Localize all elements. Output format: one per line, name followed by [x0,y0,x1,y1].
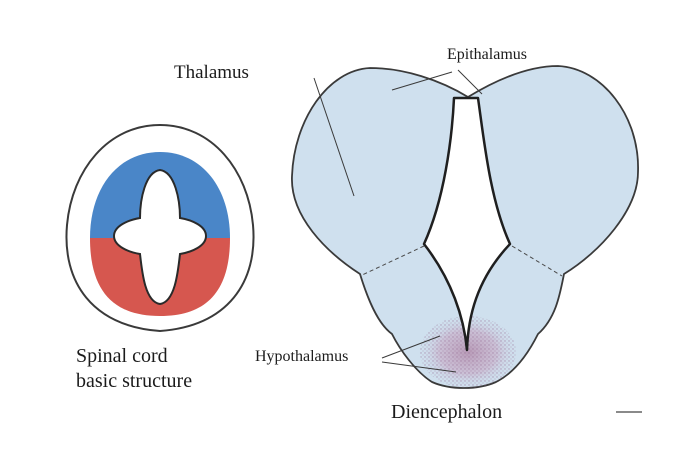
spinal-cord-label: Spinal cord basic structure [76,344,192,394]
thalamus-label: Thalamus [174,62,249,83]
epithalamus-leader-left [391,71,453,91]
thalamus-leader [313,77,355,197]
diencephalon-label: Diencephalon [391,401,503,423]
hypothalamus-leader-lower [381,361,457,373]
hypothalamus-leader-upper [381,335,441,359]
diencephalon-section [291,65,639,389]
scale-bar [616,411,642,413]
spinal-cord-label-line1: Spinal cord [76,345,168,367]
central-canal [112,168,208,306]
epithalamus-leader-right [457,69,483,95]
hypothalamus-label: Hypothalamus [255,348,349,365]
spinal-cord-label-line2: basic structure [76,370,193,392]
leader-lines [313,69,483,373]
thalamus-boundary-right [511,245,563,277]
epithalamus-label: Epithalamus [447,46,527,63]
third-ventricle [422,96,512,352]
thalamus-boundary-left [359,245,425,277]
spinal-cord-section [65,123,255,333]
